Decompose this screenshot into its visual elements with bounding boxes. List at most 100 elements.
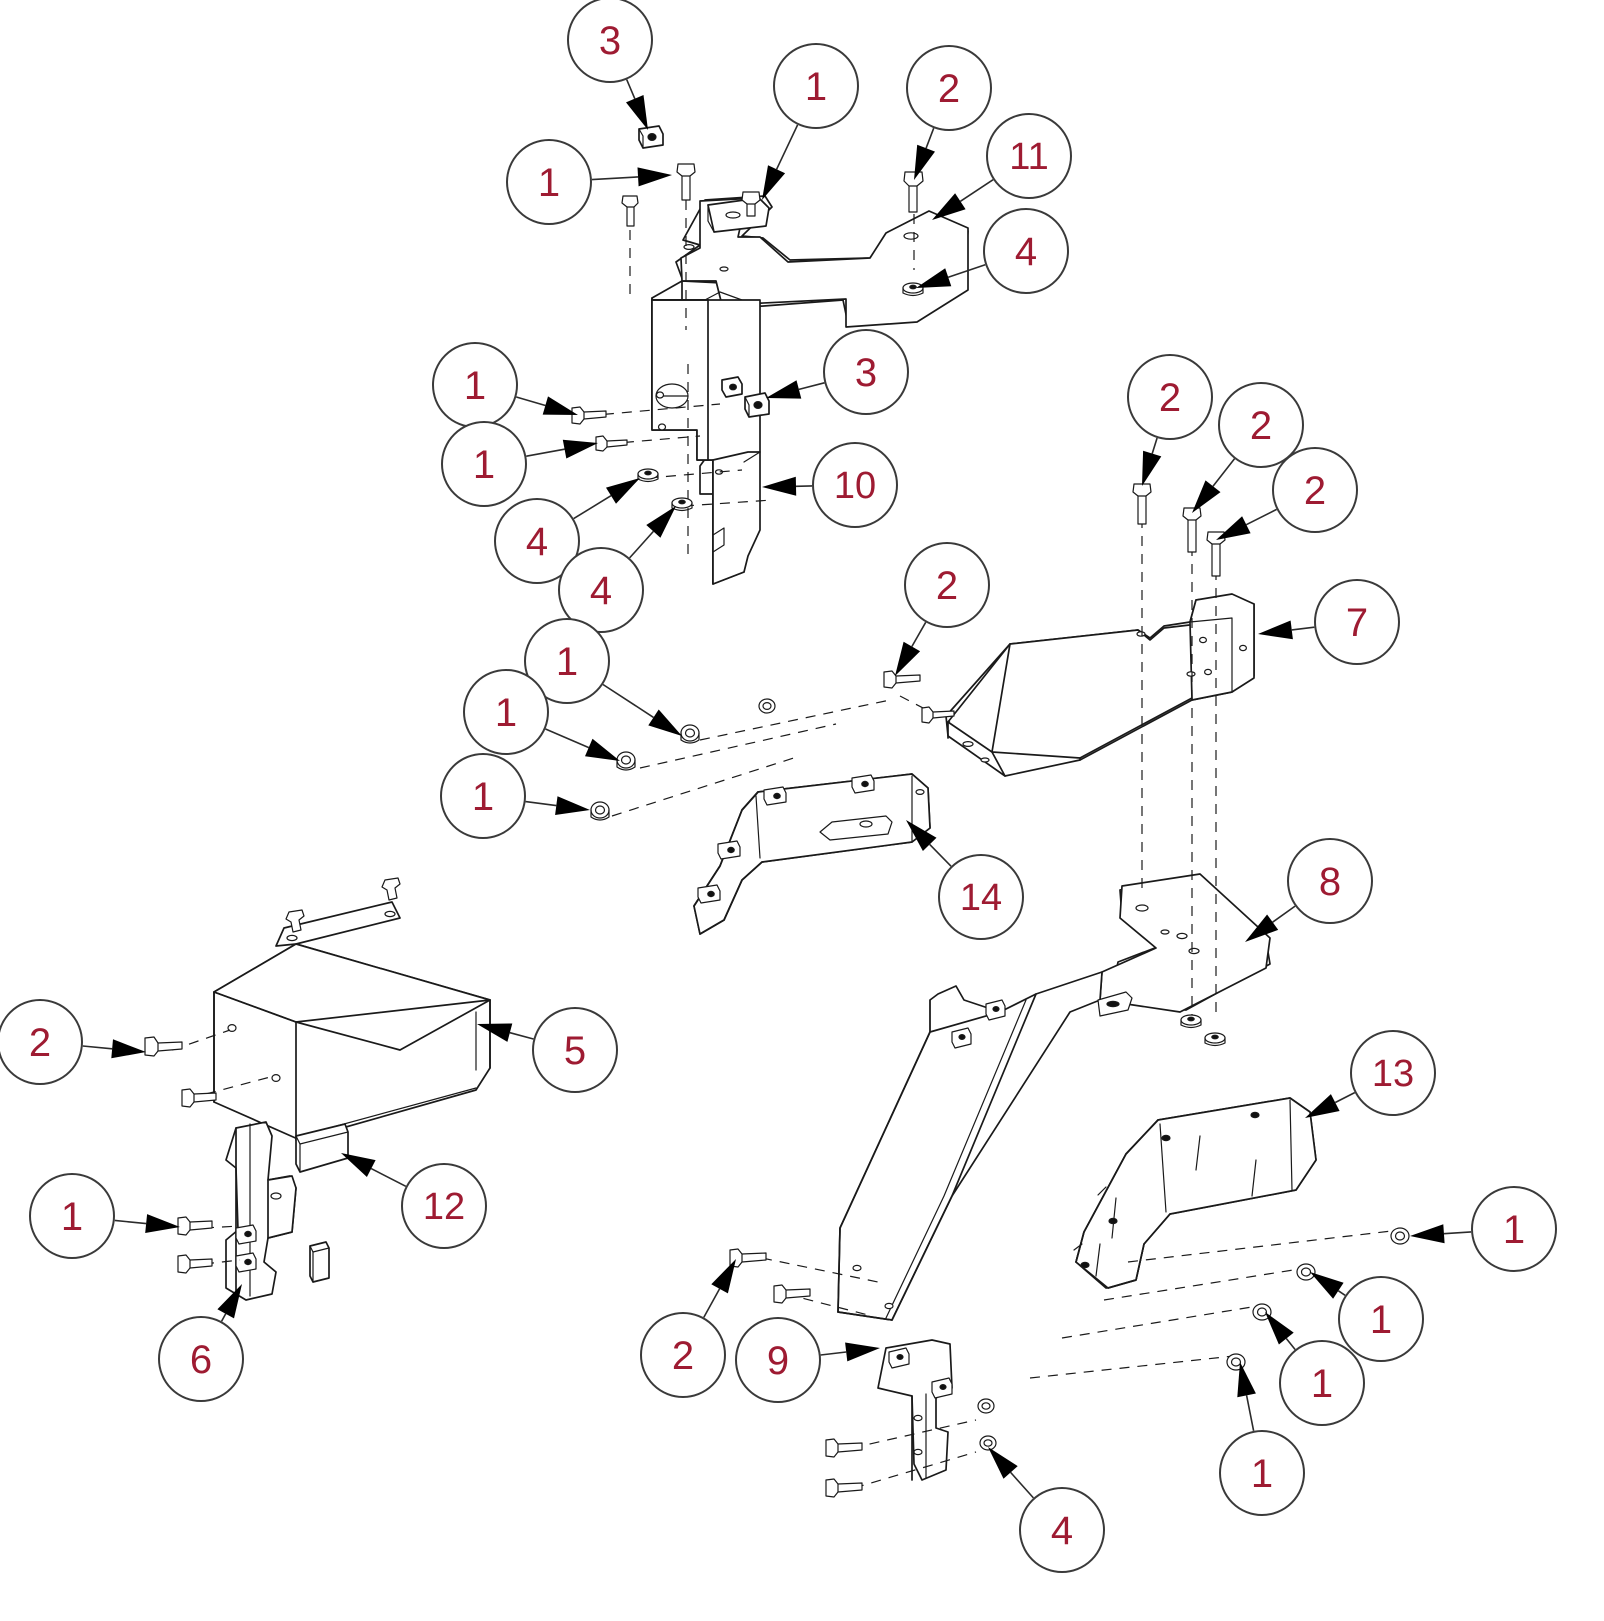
callout-circle[interactable] bbox=[29, 1173, 115, 1259]
callout-balloon-11[interactable]: 11 bbox=[932, 113, 1072, 220]
callout-balloon-1[interactable]: 1 bbox=[440, 753, 590, 839]
callout-item-number: 4 bbox=[590, 569, 612, 613]
callout-leader-line bbox=[1245, 1395, 1255, 1431]
part-12-rubber-spacer-block-small bbox=[309, 1241, 330, 1283]
callout-circle[interactable] bbox=[1314, 579, 1400, 665]
fastener-bolt-5-b bbox=[181, 1088, 217, 1108]
callout-arrowhead-icon bbox=[637, 167, 672, 187]
callout-balloon-14[interactable]: 14 bbox=[906, 820, 1024, 940]
callout-balloon-8[interactable]: 8 bbox=[1245, 838, 1373, 942]
callout-item-number: 1 bbox=[472, 775, 494, 819]
callout-circle[interactable] bbox=[983, 208, 1069, 294]
callout-circle[interactable] bbox=[1218, 382, 1304, 468]
callout-arrowhead-icon bbox=[626, 95, 648, 130]
callout-balloon-2[interactable]: 2 bbox=[1192, 382, 1304, 513]
callout-balloon-10[interactable]: 10 bbox=[762, 442, 898, 528]
callout-balloon-2[interactable]: 2 bbox=[640, 1259, 736, 1398]
callout-balloon-4[interactable]: 4 bbox=[558, 506, 676, 633]
fastener-bolt-7-b bbox=[1182, 507, 1202, 553]
callout-balloon-1[interactable]: 1 bbox=[463, 669, 620, 761]
callout-circle[interactable] bbox=[640, 1312, 726, 1398]
callout-circle[interactable] bbox=[735, 1317, 821, 1403]
callout-circle[interactable] bbox=[938, 854, 1024, 940]
callout-balloon-1[interactable]: 1 bbox=[1265, 1312, 1365, 1426]
callout-circle[interactable] bbox=[1272, 447, 1358, 533]
callout-balloon-5[interactable]: 5 bbox=[477, 1007, 618, 1093]
callout-arrowhead-icon bbox=[542, 396, 578, 415]
callout-circle[interactable] bbox=[494, 498, 580, 584]
callout-balloon-4[interactable]: 4 bbox=[916, 208, 1069, 294]
callout-balloon-2[interactable]: 2 bbox=[0, 999, 146, 1085]
callout-balloon-1[interactable]: 1 bbox=[1410, 1186, 1557, 1272]
callout-circle[interactable] bbox=[1287, 838, 1373, 924]
callout-balloon-3[interactable]: 3 bbox=[567, 0, 653, 130]
callout-balloon-4[interactable]: 4 bbox=[494, 478, 640, 584]
callout-circle[interactable] bbox=[1471, 1186, 1557, 1272]
callout-balloon-7[interactable]: 7 bbox=[1258, 579, 1400, 665]
callout-circle[interactable] bbox=[1019, 1487, 1105, 1573]
callout-balloon-1[interactable]: 1 bbox=[441, 421, 598, 507]
callout-balloon-13[interactable]: 13 bbox=[1305, 1030, 1436, 1118]
callout-circle[interactable] bbox=[558, 547, 644, 633]
fastener-bolt-5-c bbox=[285, 909, 305, 933]
callout-circle[interactable] bbox=[158, 1316, 244, 1402]
callout-circle[interactable] bbox=[1127, 354, 1213, 440]
callout-circle[interactable] bbox=[506, 139, 592, 225]
callout-item-number: 5 bbox=[564, 1029, 586, 1073]
callout-circle[interactable] bbox=[812, 442, 898, 528]
part-9-small-end-plate bbox=[877, 1339, 953, 1481]
callout-arrowhead-icon bbox=[1310, 1272, 1344, 1299]
callout-circle[interactable] bbox=[440, 753, 526, 839]
callout-circle[interactable] bbox=[986, 113, 1072, 199]
callout-circle[interactable] bbox=[1350, 1030, 1436, 1116]
fastener-bolt-10-b bbox=[595, 435, 628, 452]
callout-leader-line bbox=[775, 124, 799, 170]
callout-balloon-1[interactable]: 1 bbox=[762, 43, 859, 200]
callout-balloon-1[interactable]: 1 bbox=[524, 618, 682, 736]
callout-circle[interactable] bbox=[823, 329, 909, 415]
callout-item-number: 2 bbox=[1159, 376, 1181, 420]
callout-item-number: 14 bbox=[960, 877, 1002, 919]
callout-item-number: 12 bbox=[423, 1186, 465, 1228]
callout-circle[interactable] bbox=[532, 1007, 618, 1093]
callout-circle[interactable] bbox=[524, 618, 610, 704]
callout-circle[interactable] bbox=[0, 999, 83, 1085]
callout-circle[interactable] bbox=[441, 421, 527, 507]
callout-item-number: 1 bbox=[61, 1195, 83, 1239]
callout-circle[interactable] bbox=[1279, 1340, 1365, 1426]
callout-arrowhead-icon bbox=[1410, 1224, 1445, 1244]
callout-balloon-3[interactable]: 3 bbox=[766, 329, 909, 415]
callout-arrowhead-icon bbox=[914, 144, 935, 180]
fastener-bolt-7-d bbox=[883, 670, 921, 689]
callout-leader-line bbox=[526, 448, 565, 457]
callout-circle[interactable] bbox=[773, 43, 859, 129]
callout-leader-line bbox=[1212, 458, 1236, 487]
callout-item-number: 8 bbox=[1319, 860, 1341, 904]
callout-balloon-1[interactable]: 1 bbox=[506, 139, 672, 225]
callout-balloon-1[interactable]: 1 bbox=[1310, 1272, 1424, 1362]
callout-balloon-9[interactable]: 9 bbox=[735, 1317, 880, 1403]
fastener-bolt-10-a bbox=[571, 406, 607, 425]
part-14-left-shroud-cover bbox=[693, 773, 931, 935]
callout-leader-line bbox=[114, 1219, 147, 1225]
callout-item-number: 1 bbox=[495, 691, 517, 735]
callout-circle[interactable] bbox=[904, 542, 990, 628]
callout-balloon-1[interactable]: 1 bbox=[29, 1173, 180, 1259]
callout-circle[interactable] bbox=[1219, 1430, 1305, 1516]
callout-balloon-2[interactable]: 2 bbox=[1127, 354, 1213, 486]
callout-circle[interactable] bbox=[906, 45, 992, 131]
callout-circle[interactable] bbox=[401, 1163, 487, 1249]
callout-balloon-4[interactable]: 4 bbox=[988, 1447, 1105, 1573]
callout-circle[interactable] bbox=[463, 669, 549, 755]
callout-balloon-2[interactable]: 2 bbox=[895, 542, 990, 676]
callout-balloon-1[interactable]: 1 bbox=[1219, 1362, 1305, 1516]
callout-balloon-2[interactable]: 2 bbox=[906, 45, 992, 180]
callout-circle[interactable] bbox=[1338, 1276, 1424, 1362]
fastener-bolt-7-a bbox=[1132, 483, 1152, 525]
callout-circle[interactable] bbox=[567, 0, 653, 83]
callout-balloon-6[interactable]: 6 bbox=[158, 1284, 244, 1402]
callout-arrowhead-icon bbox=[711, 1259, 736, 1294]
callout-balloon-12[interactable]: 12 bbox=[341, 1153, 487, 1249]
callout-balloon-2[interactable]: 2 bbox=[1216, 447, 1358, 540]
